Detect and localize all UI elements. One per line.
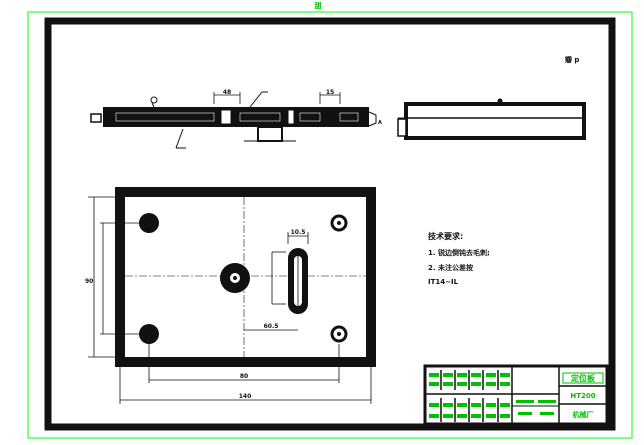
top-marker: 甜 xyxy=(315,1,322,10)
hole-bottom-left xyxy=(139,324,159,344)
width-inner-dim: 80 xyxy=(240,373,248,380)
outer-border xyxy=(27,11,633,439)
plan-body xyxy=(115,187,376,367)
side-center-mark xyxy=(497,98,503,104)
section-cut-1 xyxy=(220,109,232,125)
tech-notes-line2: 2. 未注公差按 xyxy=(428,263,473,272)
front-section-view: A 48 15 xyxy=(90,89,382,149)
title-company: 机械厂 xyxy=(573,410,594,419)
tech-notes-line3: IT14~IL xyxy=(428,278,459,286)
chamfer-callout: A xyxy=(378,120,382,126)
tech-notes-line1: 1. 锐边倒钝去毛刺; xyxy=(428,248,490,257)
title-block: 定位板 HT200 机械厂 xyxy=(423,364,609,426)
tech-notes: 技术要求: 1. 锐边倒钝去毛刺; 2. 未注公差按 IT14~IL xyxy=(428,231,490,286)
hole-top-left xyxy=(139,213,159,233)
side-body xyxy=(404,102,586,140)
inner-frame xyxy=(44,17,616,431)
roughness-mark-1 xyxy=(150,96,158,104)
side-view xyxy=(397,98,586,140)
section-boss xyxy=(257,126,283,142)
slot-offset-dim: 60.5 xyxy=(264,323,279,330)
section-hatch-3 xyxy=(299,112,321,122)
section-body xyxy=(103,107,369,127)
slot-width-dim: 10.5 xyxy=(291,229,306,236)
tech-notes-heading: 技术要求: xyxy=(428,231,463,241)
plan-view: 10.5 60.5 90 80 140 xyxy=(85,187,376,404)
scale-note: 瓣 p xyxy=(565,55,579,64)
top-dim-2: 15 xyxy=(326,89,334,96)
top-dim-1: 48 xyxy=(223,89,231,96)
title-drawing-name: 定位板 xyxy=(570,373,596,383)
width-outer-dim: 140 xyxy=(239,393,252,400)
title-material: HT200 xyxy=(570,392,595,400)
section-hatch-1 xyxy=(115,112,215,122)
section-hatch-4 xyxy=(339,112,359,122)
height-outer-dim: 90 xyxy=(85,278,93,285)
section-hatch-2 xyxy=(239,112,281,122)
section-cut-2 xyxy=(287,109,295,125)
left-end-mark xyxy=(90,113,102,123)
side-end-tab xyxy=(397,118,407,137)
